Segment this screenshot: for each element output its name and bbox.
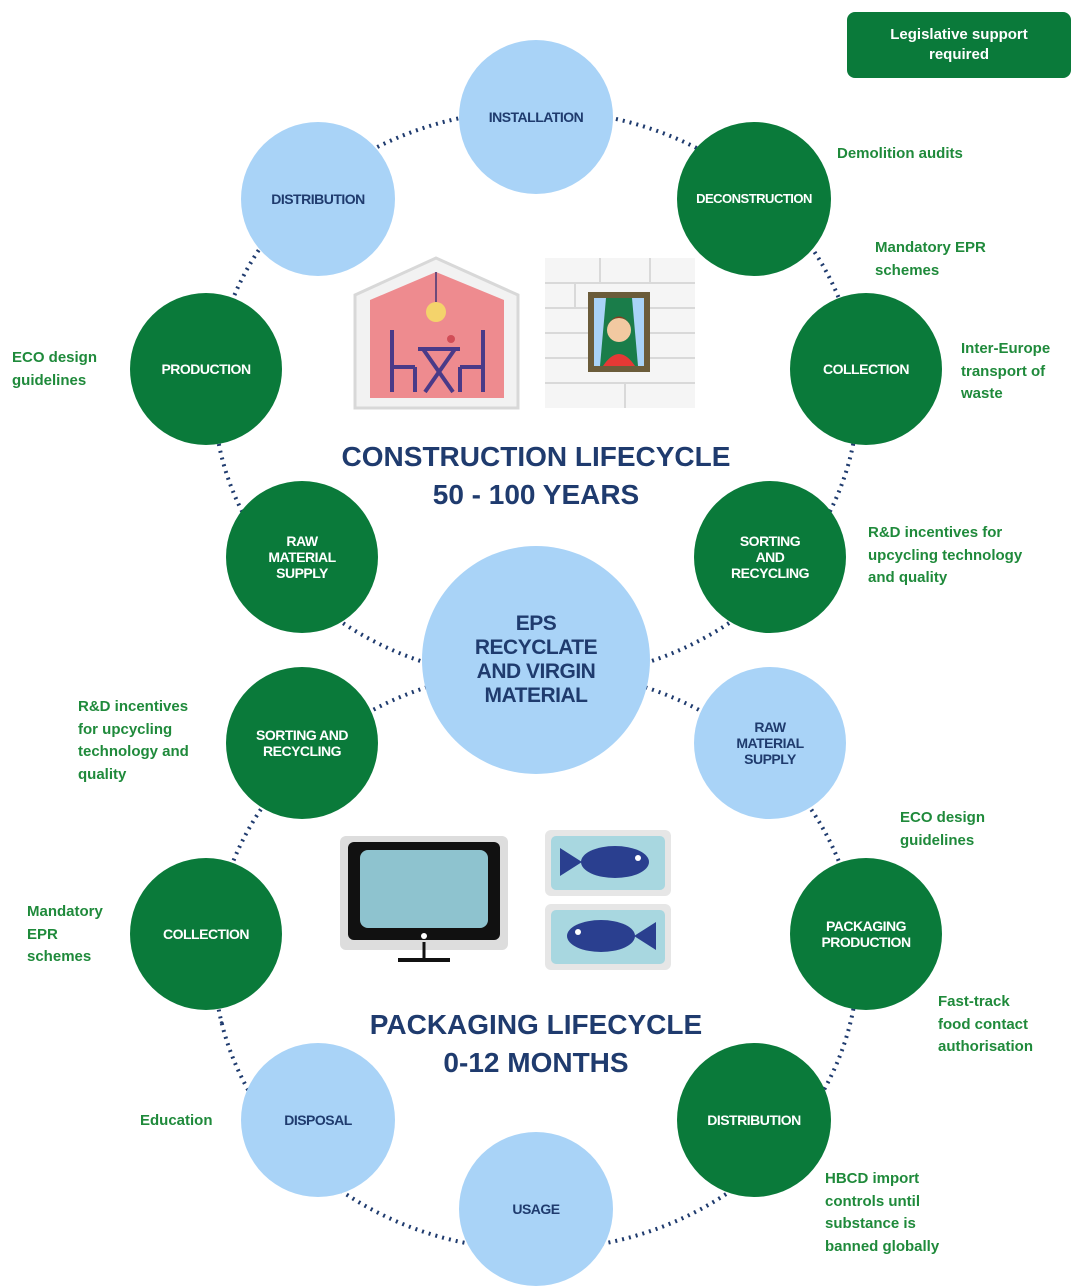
node-label: PACKAGING PRODUCTION <box>821 917 911 950</box>
node-collection-construction: COLLECTION <box>790 293 942 445</box>
note-rd-incentives-construction: R&D incentives for upcycling technology … <box>868 524 1023 586</box>
node-label: COLLECTION <box>823 360 910 377</box>
node-label: DISTRIBUTION <box>707 1111 801 1128</box>
packaging-title-line2: 0-12 MONTHS <box>443 1046 629 1078</box>
node-label: SORTING AND RECYCLING <box>256 726 348 759</box>
node-production: PRODUCTION <box>130 293 282 445</box>
note-rd-incentives-packaging: R&D incentives for upcycling technology … <box>78 698 189 783</box>
node-raw-material-construction: RAW MATERIAL SUPPLY <box>226 481 378 633</box>
note-inter-europe-transport: Inter-Europe transport of waste <box>961 340 1051 402</box>
node-deconstruction: DECONSTRUCTION <box>677 122 831 276</box>
node-raw-material-packaging: RAW MATERIAL SUPPLY <box>694 667 846 819</box>
tv-icon <box>340 836 508 962</box>
note-eco-design-construction: ECO design guidelines <box>12 349 98 389</box>
note-fast-track: Fast-track food contact authorisation <box>938 993 1034 1055</box>
note-mandatory-epr-construction: Mandatory EPR schemes <box>875 239 986 279</box>
node-distribution-construction: DISTRIBUTION <box>241 122 395 276</box>
construction-title-line2: 50 - 100 YEARS <box>432 478 640 510</box>
fish-tray-icon <box>545 830 671 970</box>
node-label: INSTALLATION <box>488 108 584 125</box>
node-label: USAGE <box>512 1200 560 1217</box>
node-label: COLLECTION <box>163 925 250 942</box>
construction-title-line1: CONSTRUCTION LIFECYCLE <box>341 441 731 472</box>
legend-badge: Legislative support required <box>847 12 1071 78</box>
node-label: RAW MATERIAL SUPPLY <box>736 718 804 768</box>
note-eco-design-packaging: ECO design guidelines <box>900 809 986 849</box>
note-mandatory-epr-packaging: Mandatory EPR schemes <box>27 903 103 965</box>
node-usage: USAGE <box>459 1132 613 1286</box>
packaging-title: PACKAGING LIFECYCLE 0-12 MONTHS <box>286 1006 786 1082</box>
center-label: EPS RECYCLATE AND VIRGIN MATERIAL <box>474 611 598 708</box>
note-education: Education <box>140 1112 213 1129</box>
node-label: DISPOSAL <box>284 1111 352 1128</box>
node-installation: INSTALLATION <box>459 40 613 194</box>
note-demolition-audits: Demolition audits <box>837 145 963 162</box>
node-label: DISTRIBUTION <box>271 190 365 207</box>
construction-title: CONSTRUCTION LIFECYCLE 50 - 100 YEARS <box>286 438 786 514</box>
node-distribution-packaging: DISTRIBUTION <box>677 1043 831 1197</box>
brick-window-icon <box>545 258 695 408</box>
node-collection-packaging: COLLECTION <box>130 858 282 1010</box>
node-label: DECONSTRUCTION <box>696 190 812 206</box>
packaging-title-line1: PACKAGING LIFECYCLE <box>369 1009 703 1040</box>
node-label: SORTING AND RECYCLING <box>731 532 809 582</box>
house-icon <box>353 256 520 410</box>
node-sorting-construction: SORTING AND RECYCLING <box>694 481 846 633</box>
node-label: PRODUCTION <box>161 360 251 377</box>
note-hbcd: HBCD import controls until substance is … <box>825 1170 940 1255</box>
node-eps-center: EPS RECYCLATE AND VIRGIN MATERIAL <box>422 546 650 774</box>
node-packaging-production: PACKAGING PRODUCTION <box>790 858 942 1010</box>
node-sorting-packaging: SORTING AND RECYCLING <box>226 667 378 819</box>
node-disposal: DISPOSAL <box>241 1043 395 1197</box>
node-label: RAW MATERIAL SUPPLY <box>268 532 336 582</box>
